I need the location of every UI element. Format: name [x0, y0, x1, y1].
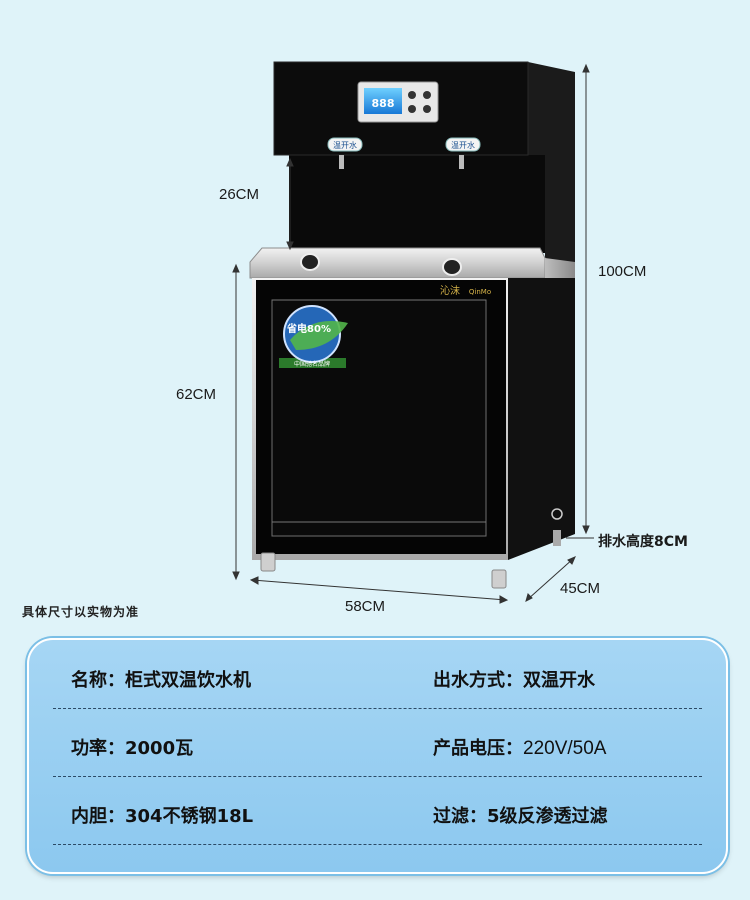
steel-counter — [249, 247, 575, 279]
tap-left: 温开水 — [327, 137, 363, 169]
spec-value: 220V/50A — [523, 738, 607, 759]
brand-logo: 沁沫 — [440, 285, 460, 297]
badge-title: 省电80% — [286, 322, 331, 335]
spec-value: 304不锈钢18L — [125, 806, 254, 827]
upper-panel — [273, 61, 575, 270]
tap-right-label: 温开水 — [451, 140, 475, 150]
total-height-label: 100CM — [598, 263, 647, 280]
spec-label: 过滤： — [433, 806, 487, 827]
tap-right: 温开水 — [445, 137, 481, 169]
spec-row: 功率：2000瓦 产品电压：220V/50A — [29, 730, 726, 777]
spec-row: 内胆：304不锈钢18L 过滤：5级反渗透过滤 — [29, 798, 726, 845]
spec-value: 5级反渗透过滤 — [487, 806, 608, 827]
spec-filter: 过滤：5级反渗透过滤 — [433, 802, 608, 828]
spec-row: 名称：柜式双温饮水机 出水方式：双温开水 — [29, 662, 726, 709]
spec-label: 产品电压： — [433, 738, 523, 759]
tap-left-label: 温开水 — [333, 140, 357, 150]
spec-label: 功率： — [71, 738, 125, 759]
brand-latin: QinMo — [469, 288, 491, 296]
lower-cabinet: 沁沫 QinMo — [252, 278, 575, 560]
spec-value: 2000瓦 — [125, 738, 194, 759]
drain-height-label: 排水高度8CM — [598, 534, 688, 550]
badge-text: 中国驰名品牌 — [294, 360, 330, 368]
cabinet-height-label: 62CM — [176, 386, 217, 403]
dimension-lines — [232, 63, 594, 604]
size-disclaimer: 具体尺寸以实物为准 — [22, 605, 140, 619]
spec-power: 功率：2000瓦 — [71, 734, 193, 760]
depth-label: 45CM — [560, 580, 601, 597]
spec-name: 名称：柜式双温饮水机 — [71, 666, 251, 692]
spec-tank: 内胆：304不锈钢18L — [71, 802, 253, 828]
spec-output-mode: 出水方式：双温开水 — [433, 666, 595, 692]
spec-voltage: 产品电压：220V/50A — [433, 734, 606, 760]
width-label: 58CM — [345, 598, 386, 615]
spec-value: 柜式双温饮水机 — [125, 670, 251, 691]
dashed-divider — [53, 776, 702, 777]
spec-label: 内胆： — [71, 806, 125, 827]
water-dispenser-illustration: 888 温开水 温开水 沁沫 QinMo — [232, 61, 594, 604]
feet — [260, 552, 507, 589]
spec-label: 名称： — [71, 670, 125, 691]
energy-saving-badge: 省电80% 中国驰名品牌 — [279, 305, 348, 368]
control-display: 888 — [357, 81, 439, 123]
spec-label: 出水方式： — [433, 670, 523, 691]
dashed-divider — [53, 708, 702, 709]
dashed-divider — [53, 844, 702, 845]
spec-card: 名称：柜式双温饮水机 出水方式：双温开水 功率：2000瓦 产品电压：220V/… — [27, 638, 728, 874]
display-digits: 888 — [372, 97, 395, 110]
spout-height-label: 26CM — [219, 186, 260, 203]
spec-value: 双温开水 — [523, 670, 595, 691]
